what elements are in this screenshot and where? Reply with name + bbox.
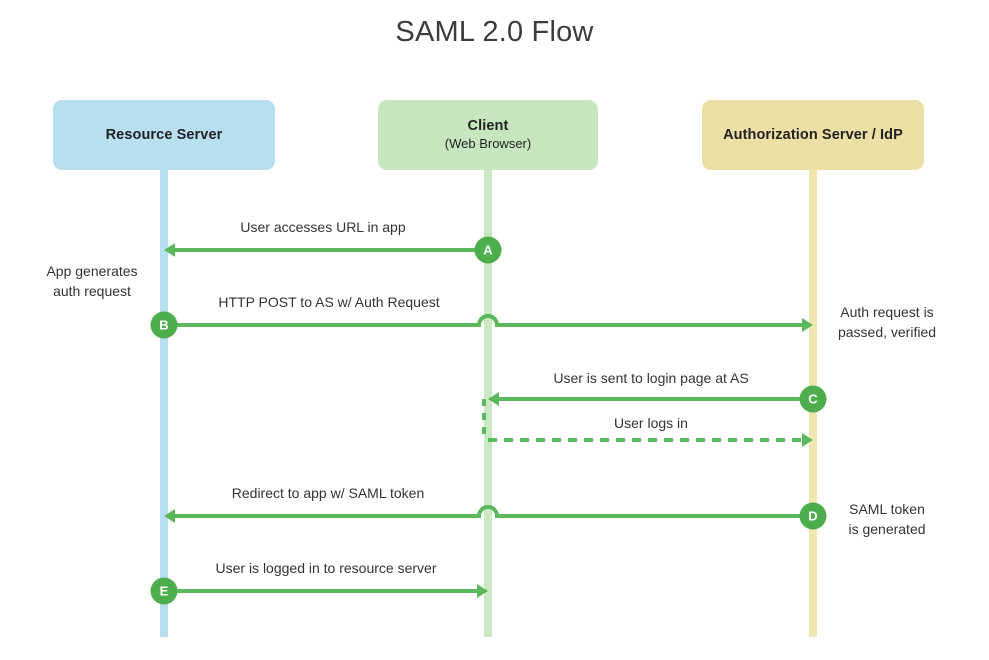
step-badge-c[interactable]: C [799,385,827,413]
actor-box-authorization-server[interactable]: Authorization Server / IdP [702,100,924,170]
page-title: SAML 2.0 Flow [395,16,594,48]
actor-subtitle-client: (Web Browser) [444,136,532,152]
message-arrow-b [164,314,802,327]
actor-box-client[interactable]: Client(Web Browser) [378,100,598,170]
step-badge-d[interactable]: D [799,502,827,530]
message-label-c: User is sent to login page at AS [553,370,749,386]
message-label-e: User is logged in to resource server [215,560,437,576]
step-badge-a[interactable]: A [474,236,502,264]
side-note-saml-token-is-generated: SAML token is generated [848,501,926,538]
actor-title-authorization-server: Authorization Server / IdP [723,126,903,143]
message-arrow-d [175,505,813,518]
lifeline-client [484,170,492,637]
arrowhead-b [802,318,813,332]
message-label-b: HTTP POST to AS w/ Auth Request [218,294,440,310]
arrowhead-a [164,243,175,257]
actor-title-resource-server: Resource Server [105,126,223,143]
arrowhead-user-logs-in [802,433,813,447]
lifeline-resource-server [160,170,168,637]
step-badge-e[interactable]: E [150,577,178,605]
arrowhead-c [488,392,499,406]
message-label-d: Redirect to app w/ SAML token [231,485,425,501]
side-note-auth-request-passed-verified: Auth request is passed, verified [837,304,937,341]
message-label-a: User accesses URL in app [240,219,406,235]
message-label-user-logs-in: User logs in [614,415,688,431]
arrowhead-d [164,509,175,523]
arrowhead-e [477,584,488,598]
step-badge-b[interactable]: B [150,311,178,339]
actor-title-client: Client [467,118,509,135]
actor-box-resource-server[interactable]: Resource Server [53,100,275,170]
side-note-app-generates-auth-request: App generates auth request [46,263,138,300]
